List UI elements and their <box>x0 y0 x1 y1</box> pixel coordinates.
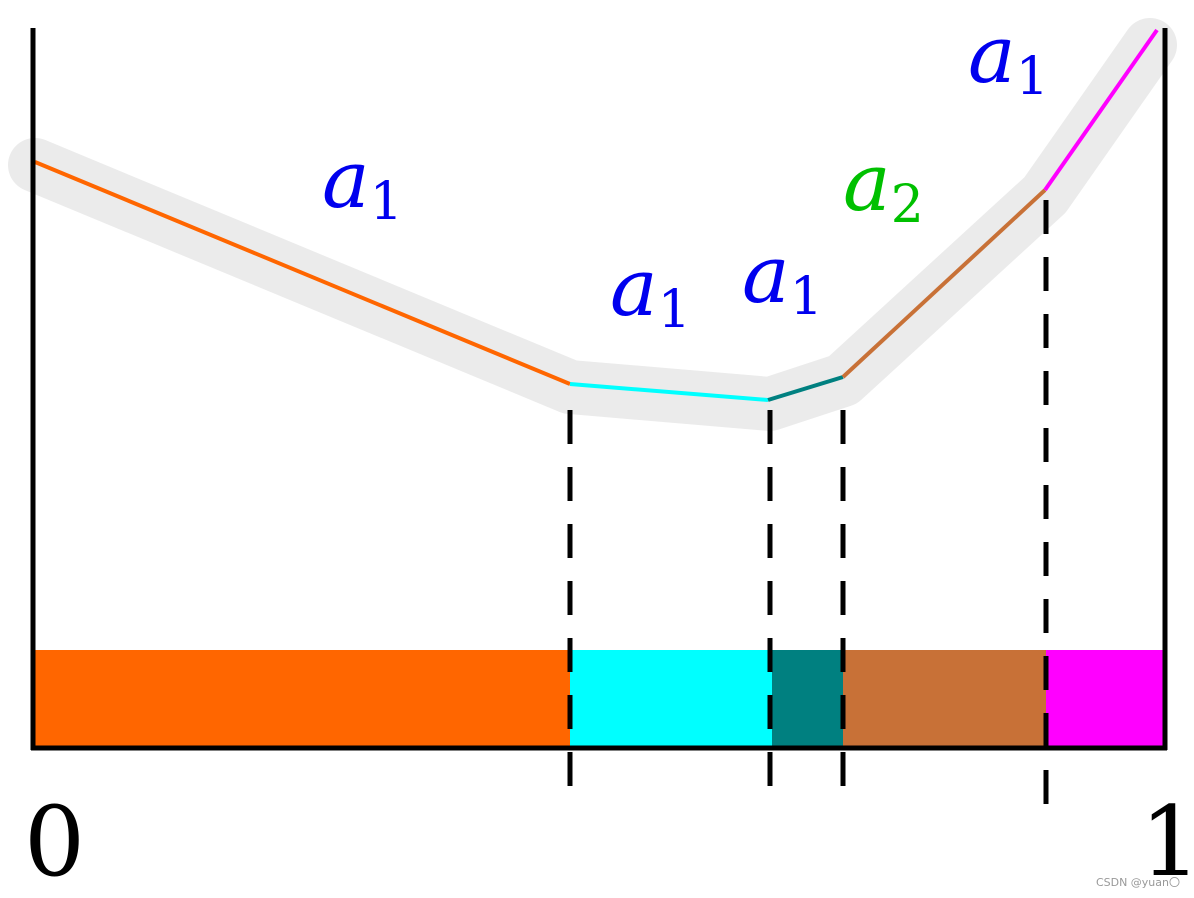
curve-segment-4 <box>841 188 1047 379</box>
curve-segment-1 <box>34 160 571 386</box>
segment-label-4-base: a <box>843 136 891 229</box>
watermark: CSDN @yuan〇 <box>1095 876 1180 889</box>
segment-label-1-sub: 1 <box>370 172 403 232</box>
segment-label-5-sub: 1 <box>1016 47 1049 107</box>
segment-label-4: a2 <box>843 136 924 235</box>
axis-end-label: 1 <box>1140 786 1194 898</box>
segment-label-1: a1 <box>322 133 403 232</box>
segment-label-4-sub: 2 <box>891 175 924 235</box>
segment-label-1-base: a <box>322 133 370 226</box>
interval-bar-4 <box>843 650 1046 748</box>
curve-segment-2 <box>569 382 769 402</box>
axis-start-label: 0 <box>24 786 85 898</box>
segment-label-5: a1 <box>968 8 1049 107</box>
segment-label-3-base: a <box>742 228 790 321</box>
segment-label-2-base: a <box>610 241 658 334</box>
segment-label-3: a1 <box>742 228 823 327</box>
interval-bar-5 <box>1046 650 1164 748</box>
curve-segment-3 <box>767 375 844 402</box>
curve-halo <box>8 18 1177 431</box>
segment-label-2: a1 <box>610 241 691 340</box>
segment-label-2-sub: 1 <box>658 280 691 340</box>
interval-bar-3 <box>772 650 843 748</box>
interval-bar-1 <box>34 650 570 748</box>
segment-label-5-base: a <box>968 8 1016 101</box>
interval-bar-2 <box>570 650 772 748</box>
curve-segment-5 <box>1043 28 1159 192</box>
segment-label-3-sub: 1 <box>790 267 823 327</box>
